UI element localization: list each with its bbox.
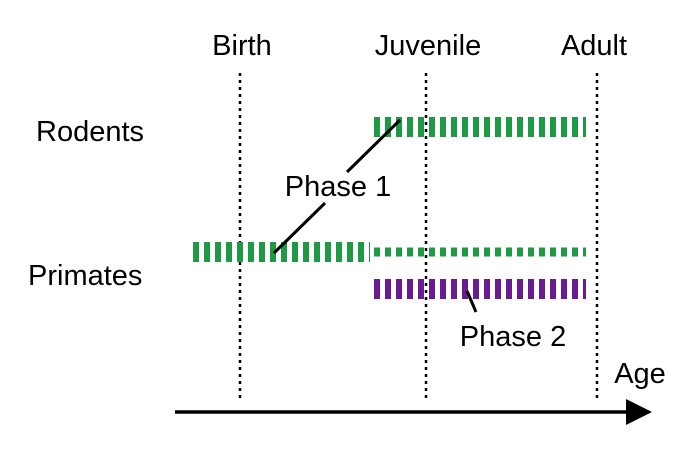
stage-label-juvenile: Juvenile [375, 30, 481, 62]
species-label-primates: Primates [28, 260, 142, 292]
phase2-label: Phase 2 [460, 321, 566, 353]
stage-label-adult: Adult [561, 30, 627, 62]
axis-label-age: Age [614, 358, 666, 390]
phase1-label: Phase 1 [285, 171, 391, 203]
axis-arrowhead-icon [626, 399, 652, 425]
phase1-pointer-rodents [345, 118, 402, 174]
species-label-rodents: Rodents [36, 116, 144, 148]
phase2-pointer [465, 290, 478, 313]
stage-label-birth: Birth [212, 30, 272, 62]
phase1-pointer-primates [272, 201, 327, 255]
